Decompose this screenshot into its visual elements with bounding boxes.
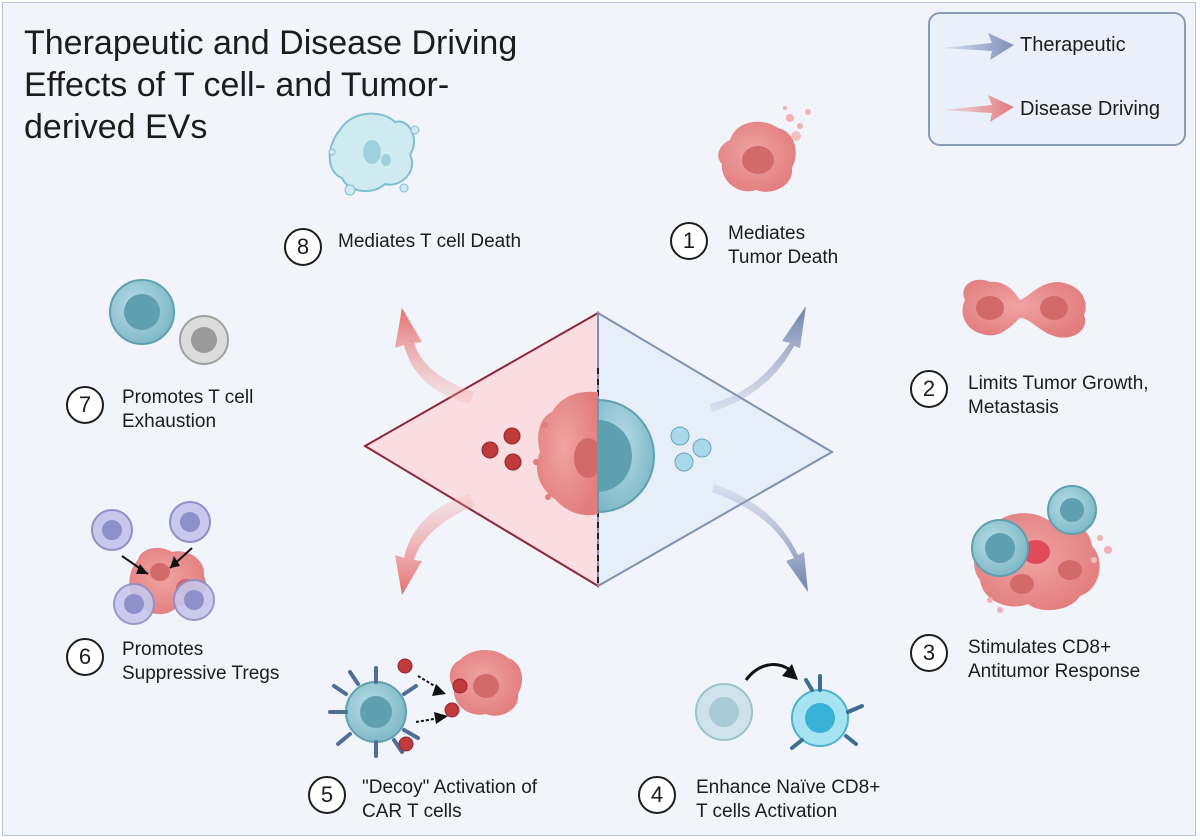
effect-4-line1: Enhance Naïve CD8+ (696, 777, 881, 798)
effect-7-line1: Promotes T cell (122, 387, 254, 408)
title-line-3: derived EVs (24, 108, 208, 146)
effect-2-line1: Limits Tumor Growth, (968, 373, 1149, 394)
tregs-illustration (91, 501, 215, 625)
effect-8-label: Mediates T cell Death (338, 230, 521, 254)
legend-therapeutic-label: Therapeutic (1020, 34, 1126, 56)
effect-2-badge: 2 (910, 370, 948, 408)
effect-2-label: Limits Tumor Growth, Metastasis (968, 372, 1149, 420)
effect-7-label: Promotes T cell Exhaustion (122, 386, 253, 434)
effect-7-badge: 7 (66, 386, 104, 424)
effect-3-label: Stimulates CD8+ Antitumor Response (968, 636, 1140, 684)
dying-t-cell-illustration (328, 112, 420, 196)
effect-1-line2: Tumor Death (728, 247, 839, 268)
effect-8-line1: Mediates T cell Death (338, 231, 522, 252)
legend-arrows (942, 33, 1014, 122)
naive-cd8-activation-illustration (695, 663, 864, 750)
effect-4-label: Enhance Naïve CD8+ T cells Activation (696, 776, 880, 824)
legend-box: Therapeutic Disease Driving (928, 12, 1186, 146)
figure-title: Therapeutic and Disease Driving Effects … (24, 22, 584, 148)
effect-5-line2: CAR T cells (362, 801, 462, 822)
t-cell-evs (670, 426, 712, 472)
central-tumor-cell (533, 391, 602, 516)
therapeutic-legend-arrow (942, 33, 1014, 60)
effect-1-line1: Mediates (728, 223, 806, 244)
arrow-to-effect-8 (395, 308, 474, 404)
effect-6-label: Promotes Suppressive Tregs (122, 638, 279, 686)
effect-1-label: Mediates Tumor Death (728, 222, 838, 270)
effect-4-line2: T cells Activation (696, 801, 838, 822)
dividing-tumor-cell-illustration (962, 279, 1086, 338)
effect-3-badge: 3 (910, 634, 948, 672)
car-t-decoy-illustration (328, 649, 523, 758)
effect-1-badge: 1 (670, 222, 708, 260)
effect-8-badge: 8 (284, 228, 322, 266)
cd8-antitumor-illustration (971, 485, 1112, 613)
effect-3-line2: Antitumor Response (968, 661, 1141, 682)
effect-2-line2: Metastasis (968, 397, 1059, 418)
effect-5-badge: 5 (308, 776, 346, 814)
effect-3-line1: Stimulates CD8+ (968, 637, 1112, 658)
effect-6-line1: Promotes (122, 639, 204, 660)
central-t-cell (597, 398, 655, 514)
legend-disease-label: Disease Driving (1020, 98, 1161, 120)
title-line-1: Therapeutic and Disease Driving (24, 24, 518, 62)
effect-6-badge: 6 (66, 638, 104, 676)
tumor-evs (481, 427, 522, 471)
disease-legend-arrow (942, 95, 1014, 122)
dying-tumor-cell-illustration (718, 106, 811, 192)
title-line-2: Effects of T cell- and Tumor- (24, 66, 450, 104)
exhausted-t-cells-illustration (109, 279, 229, 365)
effect-5-label: "Decoy" Activation of CAR T cells (362, 776, 537, 824)
arrow-to-effect-5 (395, 494, 474, 595)
arrow-to-effect-1 (710, 306, 806, 412)
arrow-to-effect-4 (712, 484, 808, 592)
effect-5-line1: "Decoy" Activation of (362, 777, 538, 798)
effect-6-line2: Suppressive Tregs (122, 663, 280, 684)
effect-4-badge: 4 (638, 776, 676, 814)
effect-7-line2: Exhaustion (122, 411, 217, 432)
